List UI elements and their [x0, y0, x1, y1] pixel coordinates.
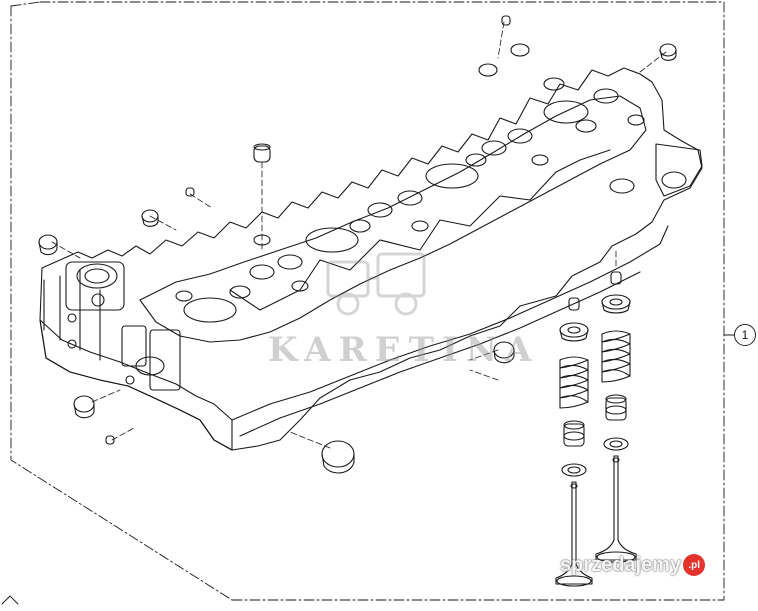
exhaust-valve [595, 455, 637, 563]
group-frame [10, 1, 735, 601]
badge-suffix: .pl [683, 554, 706, 576]
valve-train-right [595, 271, 637, 563]
badge-text: sprzedajemy [560, 553, 682, 576]
valve-bores [175, 43, 645, 323]
valve-spring [559, 356, 589, 409]
valve-stem-seal [605, 394, 627, 421]
leader-lines [51, 21, 667, 449]
callout-number: 1 [734, 324, 756, 346]
dowel-pins [105, 15, 511, 445]
valve-keeper [568, 297, 580, 311]
valve-spring-seat [603, 437, 629, 451]
watermark-text: KARETINA [268, 330, 540, 370]
valve-spring [601, 330, 631, 383]
corner-arrow-icon [1, 595, 19, 605]
valve-stem-seal [563, 420, 585, 447]
valve-keeper [610, 271, 622, 285]
valve-train-left [555, 297, 593, 587]
valve-spring-seat [561, 463, 587, 477]
intake-valve [555, 481, 593, 587]
watermark-logo [326, 252, 426, 316]
expansion-plugs [38, 43, 677, 474]
cylinder-head [39, 67, 703, 451]
site-badge: sprzedajemy .pl [560, 552, 706, 578]
valve-spring-retainer [559, 322, 589, 338]
valve-spring-retainer [601, 294, 631, 310]
